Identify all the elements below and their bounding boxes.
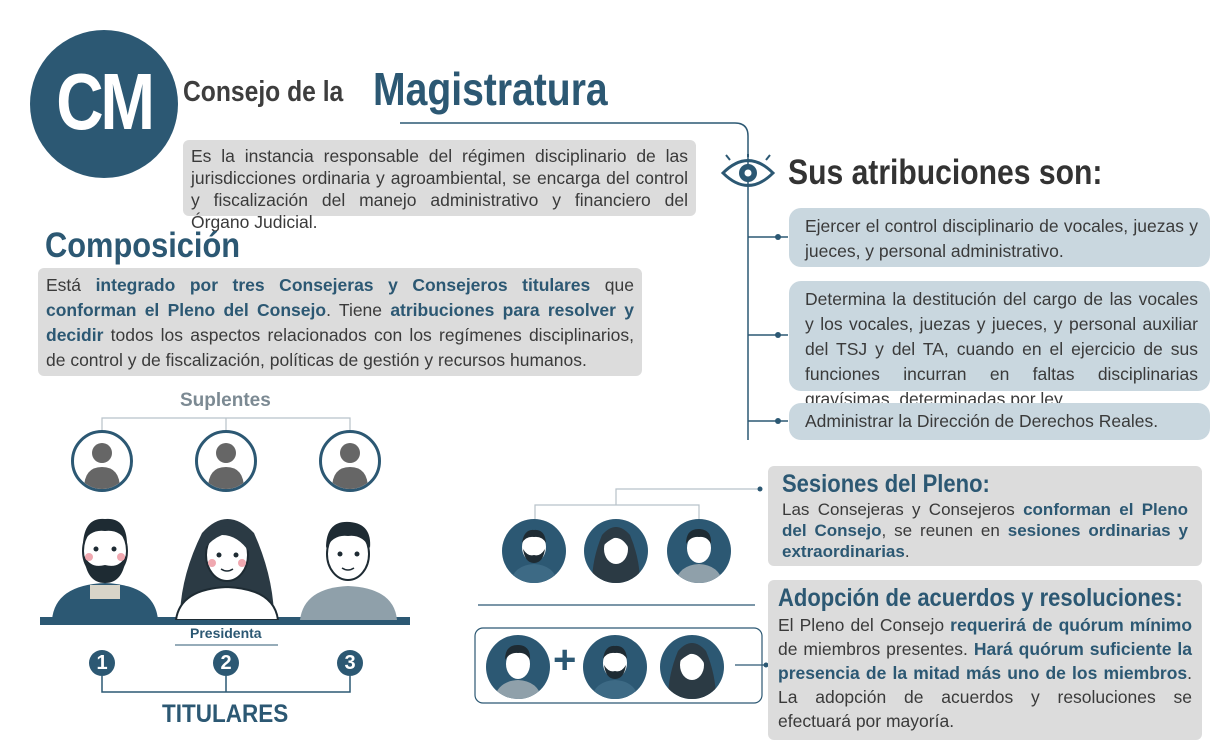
cm-logo-text: CM xyxy=(56,57,155,146)
presidenta-label: Presidenta xyxy=(190,625,262,641)
atribucion-item-2: Determina la destitución del cargo de la… xyxy=(789,281,1210,409)
atribuciones-heading: Sus atribuciones son: xyxy=(788,153,1103,192)
sesion-avatar-1 xyxy=(502,519,566,583)
titular-number-1: 1 xyxy=(89,650,115,676)
atribucion-item-1: Ejercer el control disciplinario de voca… xyxy=(789,208,1210,267)
avatar-young-man xyxy=(494,644,542,699)
description-text: Es la instancia responsable del régimen … xyxy=(191,146,688,232)
adopcion-box: Adopción de acuerdos y resoluciones: El … xyxy=(768,580,1202,740)
comp-bold-1: integrado por tres Consejeras y Consejer… xyxy=(95,275,591,295)
plus-sign: + xyxy=(553,638,577,682)
sesiones-box: Sesiones del Pleno: Las Consejeras y Con… xyxy=(768,466,1202,566)
ado-bold-2: Hará quórum suficiente la presencia de l… xyxy=(778,639,1192,683)
comp-text-4: todos los aspectos relacionados con los … xyxy=(46,325,634,370)
avatar-man-beard xyxy=(591,645,639,699)
ses-text-2: , se reunen en xyxy=(881,521,1008,540)
sesion-avatar-2 xyxy=(584,519,648,583)
avatar-young-man xyxy=(675,528,723,583)
suplentes-label: Suplentes xyxy=(180,390,271,411)
composicion-heading: Composición xyxy=(45,226,241,265)
suplente-3-avatar xyxy=(319,430,381,492)
atribucion-item-3-text: Administrar la Dirección de Derechos Rea… xyxy=(805,411,1159,431)
cm-logo-circle xyxy=(30,30,178,178)
comp-text-2: que xyxy=(590,275,634,295)
ado-bold-1: requerirá de quórum mínimo xyxy=(950,615,1193,635)
ses-bold-2: sesiones ordinarias y extraordinarias xyxy=(782,521,1188,561)
person-silhouette-icon xyxy=(208,443,244,489)
titular-number-3: 3 xyxy=(337,650,363,676)
suplente-1-avatar xyxy=(71,430,133,492)
eye-icon xyxy=(720,154,776,187)
person-silhouette-icon xyxy=(332,443,368,489)
titular-1-illustration xyxy=(52,518,158,620)
sesiones-heading: Sesiones del Pleno: xyxy=(782,470,990,498)
adopcion-avatar-2 xyxy=(583,635,647,699)
suplente-2-avatar xyxy=(195,430,257,492)
ses-text-1: Las Consejeras y Consejeros xyxy=(782,500,1024,519)
page-title: Magistratura xyxy=(373,63,608,115)
comp-text-3: . Tiene xyxy=(326,300,391,320)
adopcion-avatar-3 xyxy=(660,635,724,699)
title-prefix: Consejo de la xyxy=(183,76,344,108)
composicion-box: Está integrado por tres Consejeras y Con… xyxy=(38,268,642,376)
titular-number-2: 2 xyxy=(213,650,239,676)
atribucion-item-2-text: Determina la destitución del cargo de la… xyxy=(805,289,1198,409)
sesion-avatar-3 xyxy=(667,519,731,583)
ado-text-3: . La adopción de acuerdos y resoluciones… xyxy=(778,663,1192,731)
avatar-woman xyxy=(668,643,716,699)
avatar-man-beard xyxy=(510,529,558,583)
atribucion-item-1-text: Ejercer el control disciplinario de voca… xyxy=(805,216,1198,261)
adopcion-avatar-1 xyxy=(486,635,550,699)
ado-text-2: de miembros presentes. xyxy=(778,639,974,659)
comp-bold-3: atribuciones para resolver y decidir xyxy=(46,300,634,345)
adopcion-text: El Pleno del Consejo requerirá de quórum… xyxy=(778,613,1192,733)
avatar-woman xyxy=(592,527,640,583)
ses-bold-1: conforman el Pleno del Consejo xyxy=(782,500,1188,540)
ses-text-3: . xyxy=(904,542,910,561)
comp-bold-2: conforman el Pleno del Consejo xyxy=(46,300,327,320)
sesiones-text: Las Consejeras y Consejeros conforman el… xyxy=(782,499,1188,562)
adopcion-heading: Adopción de acuerdos y resoluciones: xyxy=(778,584,1183,612)
ado-text-1: El Pleno del Consejo xyxy=(778,615,951,635)
titular-2-illustration xyxy=(174,519,280,620)
description-box: Es la instancia responsable del régimen … xyxy=(183,140,696,232)
titulares-label: TITULARES xyxy=(162,700,289,728)
atribucion-item-3: Administrar la Dirección de Derechos Rea… xyxy=(789,403,1210,440)
titular-3-illustration xyxy=(300,521,397,620)
person-silhouette-icon xyxy=(84,443,120,489)
comp-text-1: Está xyxy=(46,275,96,295)
